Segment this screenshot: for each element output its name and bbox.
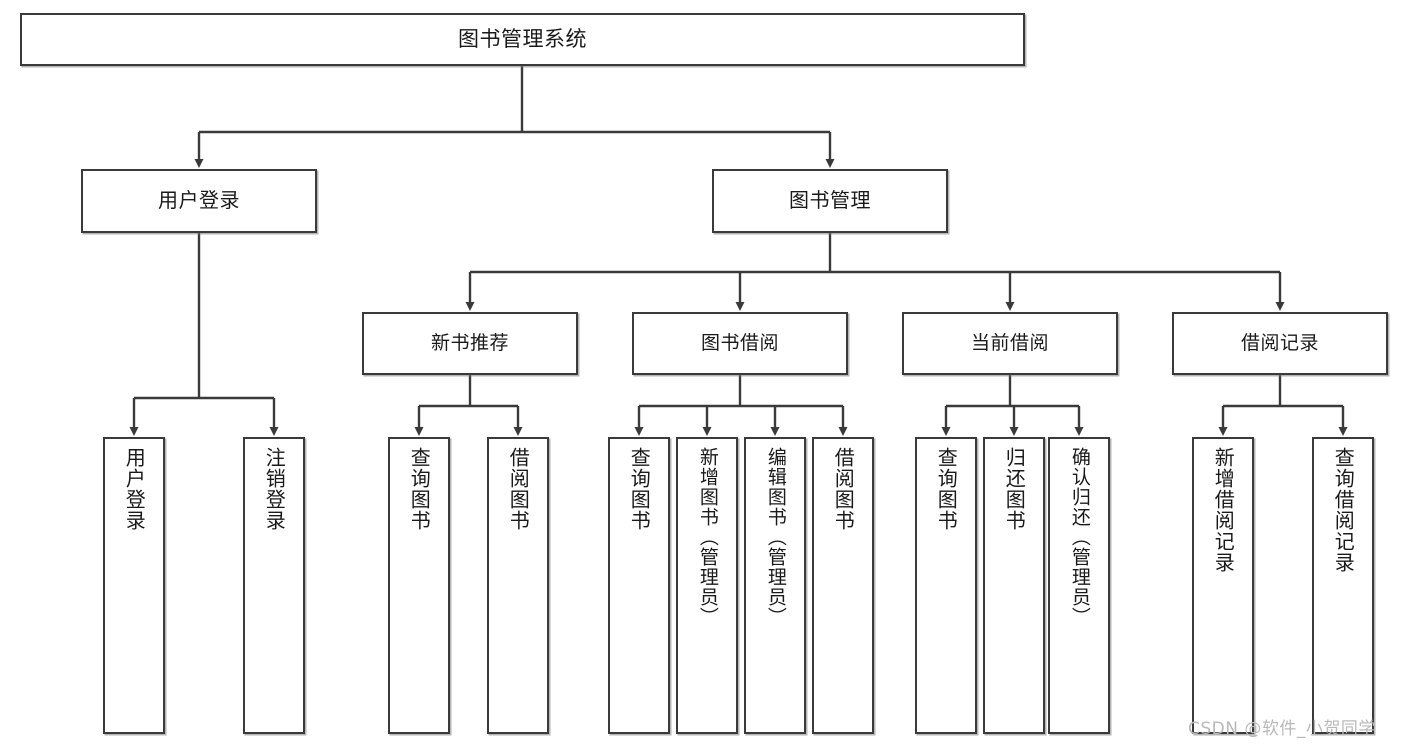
watermark: CSDN @软件_小贺同学 — [1188, 719, 1376, 739]
leaf-book-borrow-borrow-book[interactable]: 借阅图书 — [812, 437, 874, 734]
node-label: 查询借阅记录 — [1331, 447, 1356, 573]
leaf-book-borrow-add-book-admin[interactable]: 新增图书（管理员） — [676, 437, 738, 734]
node-book-borrow[interactable]: 图书借阅 — [632, 312, 848, 375]
leaf-book-borrow-edit-book-admin[interactable]: 编辑图书（管理员） — [744, 437, 806, 734]
node-label: 图书借阅 — [700, 332, 779, 355]
node-root-book-management-system[interactable]: 图书管理系统 — [20, 13, 1025, 66]
node-label: 查询图书 — [407, 447, 432, 531]
node-label: 确认归还（管理员） — [1068, 447, 1091, 627]
node-label: 当前借阅 — [970, 332, 1049, 355]
node-label: 新增借阅记录 — [1211, 447, 1236, 573]
node-label: 用户登录 — [158, 188, 240, 213]
leaf-borrow-record-add-record[interactable]: 新增借阅记录 — [1192, 437, 1254, 734]
leaf-current-borrow-query-book[interactable]: 查询图书 — [915, 437, 977, 734]
node-label: 新增图书（管理员） — [696, 447, 719, 627]
leaf-user-login-logout[interactable]: 注销登录 — [243, 437, 305, 734]
node-label: 注销登录 — [262, 447, 287, 531]
node-label: 借阅图书 — [506, 447, 531, 531]
node-user-login[interactable]: 用户登录 — [81, 169, 317, 233]
leaf-current-borrow-return-book[interactable]: 归还图书 — [983, 437, 1045, 734]
node-label: 图书管理 — [789, 188, 871, 213]
node-label: 编辑图书（管理员） — [764, 447, 787, 627]
leaf-book-borrow-query-book[interactable]: 查询图书 — [608, 437, 670, 734]
node-current-borrow[interactable]: 当前借阅 — [902, 312, 1118, 375]
node-label: 新书推荐 — [430, 332, 509, 355]
node-label: 查询图书 — [627, 447, 652, 531]
node-borrow-record[interactable]: 借阅记录 — [1172, 312, 1388, 375]
node-book-management[interactable]: 图书管理 — [712, 169, 948, 233]
leaf-current-borrow-confirm-return-admin[interactable]: 确认归还（管理员） — [1048, 437, 1110, 734]
leaf-new-book-query-book[interactable]: 查询图书 — [388, 437, 450, 734]
leaf-new-book-borrow-book[interactable]: 借阅图书 — [487, 437, 549, 734]
node-label: 用户登录 — [122, 447, 147, 531]
node-label: 查询图书 — [934, 447, 959, 531]
node-label: 图书管理系统 — [458, 27, 587, 52]
node-label: 借阅图书 — [831, 447, 856, 531]
node-new-book-recommend[interactable]: 新书推荐 — [362, 312, 578, 375]
node-label: 借阅记录 — [1240, 332, 1319, 355]
leaf-borrow-record-query-record[interactable]: 查询借阅记录 — [1312, 437, 1374, 734]
leaf-user-login-login[interactable]: 用户登录 — [103, 437, 165, 734]
node-label: 归还图书 — [1002, 447, 1027, 531]
